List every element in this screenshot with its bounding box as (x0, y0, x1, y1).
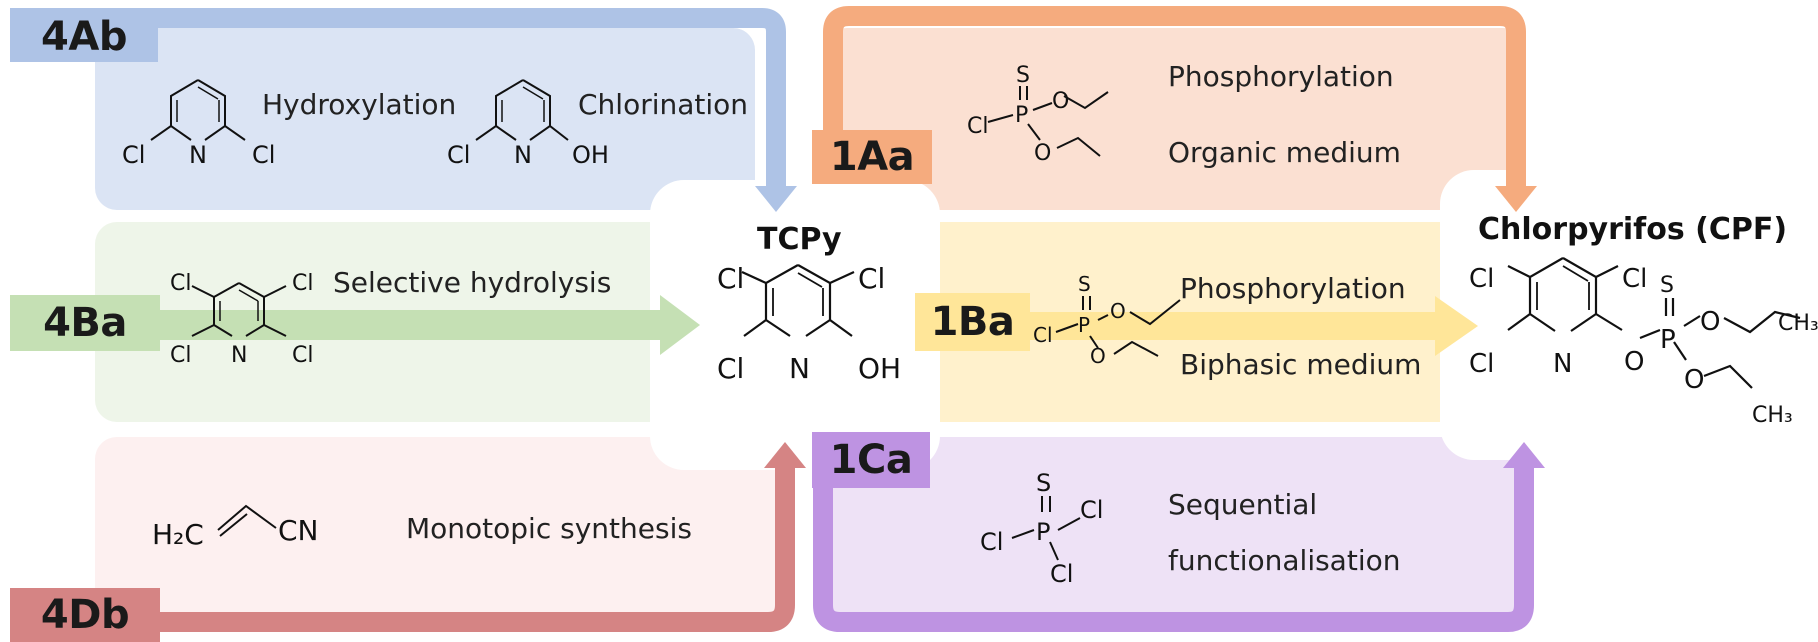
atom-p: P (1078, 313, 1090, 337)
step-selective-hydrolysis: Selective hydrolysis (333, 266, 612, 299)
route-tag-1aa: 1Aa (829, 134, 915, 180)
atom-o: O (1034, 141, 1051, 166)
panel-4db (95, 437, 785, 627)
atom-n: N (1553, 349, 1572, 379)
panel-1aa (825, 28, 1525, 210)
route-tag-1ba: 1Ba (930, 299, 1015, 345)
step-chlorination: Chlorination (578, 88, 749, 121)
atom-n: N (189, 141, 207, 169)
arrow-1ba (1030, 296, 1478, 356)
structure-dichloropyridine (150, 79, 246, 141)
atom-p: P (1036, 518, 1050, 546)
structure-chlorpyrifos (1507, 257, 1801, 389)
atom-cl: Cl (1622, 264, 1647, 294)
atom-cl: Cl (1080, 496, 1103, 524)
atom-cl: Cl (122, 141, 145, 169)
atom-oh: OH (858, 352, 901, 385)
tag-bg-1aa (812, 130, 932, 184)
atom-s: S (1078, 272, 1091, 296)
atom-cl: Cl (858, 262, 885, 295)
structure-tcpy (741, 264, 855, 337)
atom-oh: OH (572, 141, 609, 169)
route-tag-4db: 4Db (40, 592, 130, 638)
atom-cl: Cl (717, 262, 744, 295)
structure-phosphorochloridothioate-1aa (987, 86, 1109, 157)
atom-o: O (1110, 299, 1126, 323)
atom-cl: Cl (1469, 264, 1494, 294)
arrow-4ab (10, 7, 797, 212)
atom-o: O (1624, 347, 1644, 377)
step-monotopic-synthesis: Monotopic synthesis (406, 512, 692, 545)
step-functionalisation: functionalisation (1168, 544, 1401, 577)
atom-o: O (1684, 365, 1704, 395)
atom-cl: Cl (967, 114, 988, 139)
step-hydroxylation: Hydroxylation (262, 88, 457, 121)
atom-cl: Cl (1033, 323, 1053, 347)
structure-chlorohydroxypyridine (475, 79, 569, 141)
atom-p: P (1660, 325, 1676, 355)
tag-bg-4ba (10, 295, 160, 351)
atom-n: N (231, 343, 247, 368)
route-tag-4ba: 4Ba (43, 300, 127, 346)
arrow-1ca (813, 440, 1545, 632)
route-tag-1ca: 1Ca (829, 437, 913, 483)
cpf-card (1440, 170, 1818, 460)
panel-4ab (95, 28, 755, 210)
structure-acrylonitrile (217, 504, 277, 537)
atom-cl: Cl (1469, 349, 1494, 379)
atom-n: N (789, 352, 810, 385)
atom-cl: Cl (447, 141, 470, 169)
atom-s: S (1036, 469, 1051, 497)
atom-o: O (1052, 89, 1069, 114)
atom-cl: Cl (1050, 560, 1073, 588)
arrow-4db (10, 442, 806, 632)
atom-ch3: CH₃ (1752, 403, 1793, 428)
atom-cl: Cl (252, 141, 275, 169)
atom-cl: Cl (170, 343, 191, 368)
atom-cl: Cl (170, 271, 191, 296)
tag-bg-1ca (812, 432, 930, 488)
panel-1ca (828, 437, 1518, 627)
tag-bg-4ab (10, 12, 158, 62)
atom-s: S (1016, 63, 1030, 88)
atom-cn: CN (278, 514, 319, 547)
tag-bg-1ba (915, 293, 1030, 351)
atom-n: N (514, 141, 532, 169)
atom-cl: Cl (292, 271, 313, 296)
atom-o: O (1090, 344, 1106, 368)
step-biphasic-medium: Biphasic medium (1180, 348, 1422, 381)
step-sequential: Sequential (1168, 488, 1318, 521)
atom-h2c: H₂C (152, 518, 204, 551)
atom-p: P (1015, 103, 1028, 128)
step-organic-medium: Organic medium (1168, 136, 1401, 169)
structure-phosphorochloridothioate-1ba (1055, 296, 1181, 357)
atom-s: S (1660, 273, 1674, 298)
step-phosphorylation-biphasic: Phosphorylation (1180, 272, 1406, 305)
arrow-1aa (823, 6, 1537, 212)
step-phosphorylation-organic: Phosphorylation (1168, 60, 1394, 93)
atom-ch3: CH₃ (1778, 311, 1818, 336)
structure-pentachloropyridine (191, 282, 287, 337)
cpf-title: Chlorpyrifos (CPF) (1478, 212, 1788, 247)
tcpy-title: TCPy (757, 222, 842, 257)
atom-cl: Cl (292, 343, 313, 368)
atom-cl: Cl (717, 352, 744, 385)
atom-o: O (1700, 307, 1720, 337)
route-tag-4ab: 4Ab (41, 14, 127, 60)
atom-cl: Cl (980, 528, 1003, 556)
tcpy-card (650, 180, 940, 470)
tag-bg-4db (10, 588, 160, 642)
structure-thiophosphoryl-chloride (1011, 496, 1081, 561)
